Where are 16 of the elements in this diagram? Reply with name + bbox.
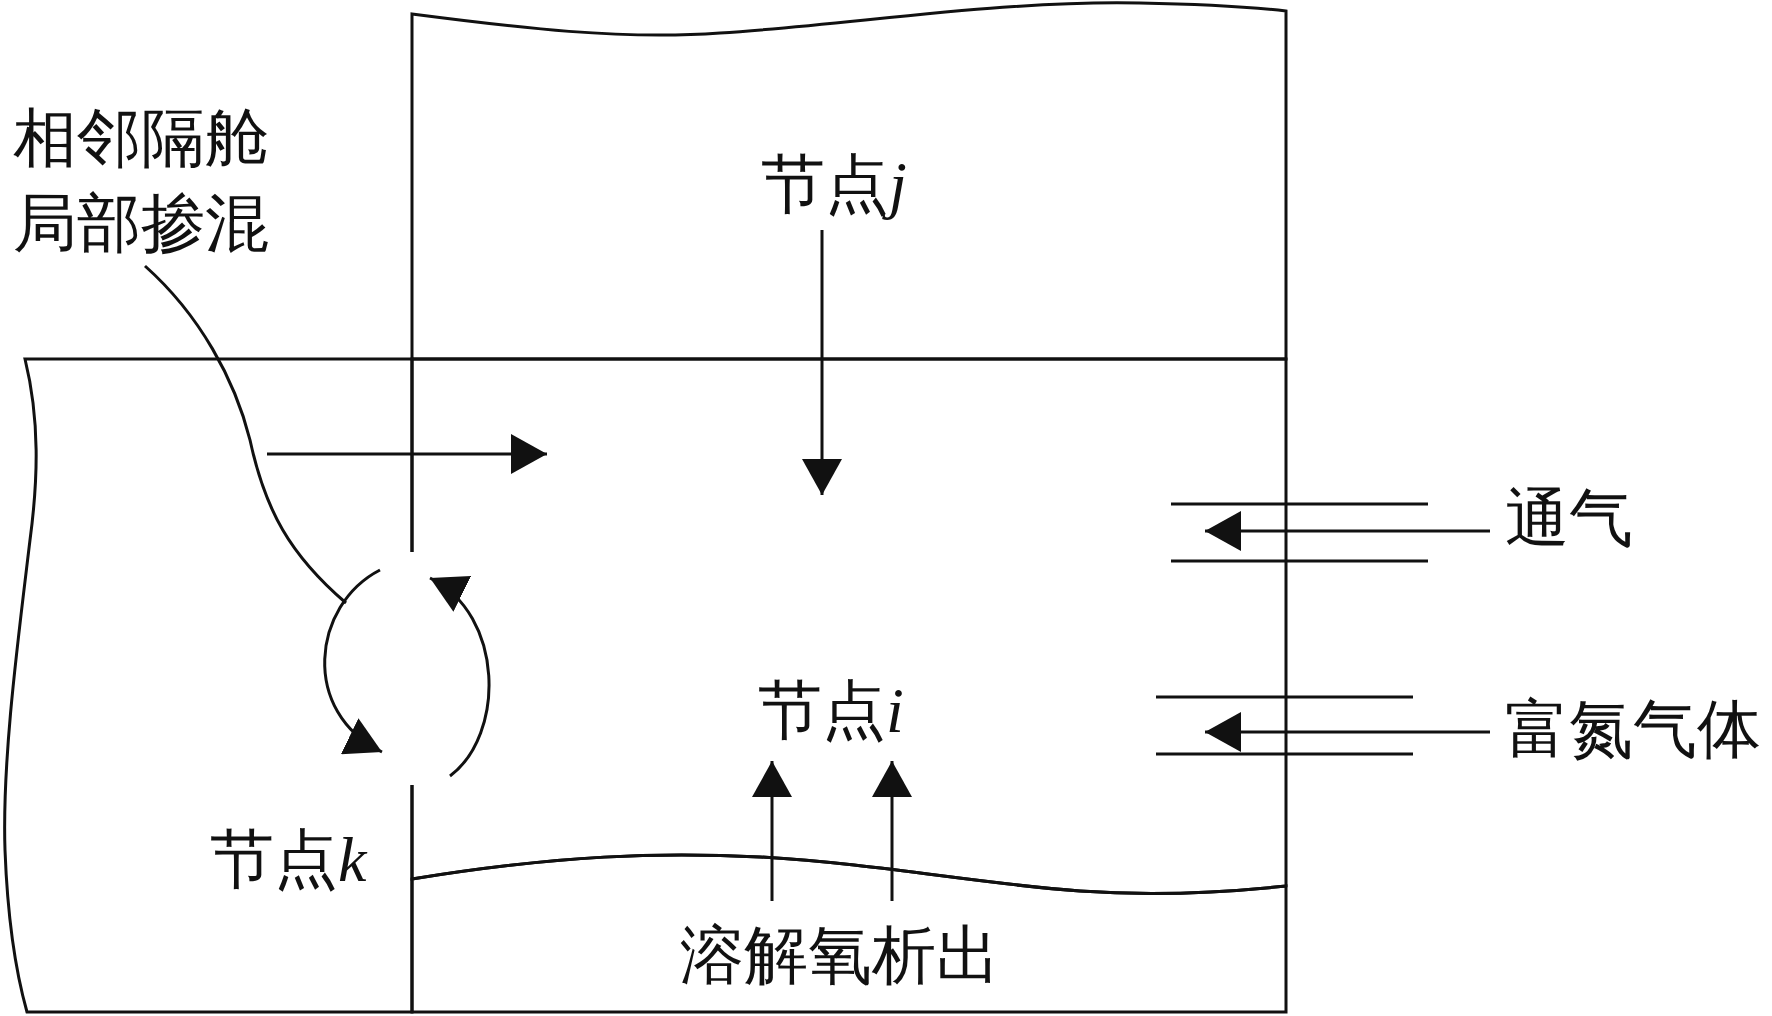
flow-arrow: [1205, 511, 1490, 551]
flow-arrow: [752, 761, 792, 901]
flow-arrow: [267, 434, 547, 474]
region-label: 节点i: [758, 675, 904, 747]
circulation-arrow: [323, 568, 383, 754]
flow-arrow: [872, 761, 912, 901]
callout-text: 相邻隔舱局部掺混: [13, 96, 275, 266]
region-label: 节点k: [210, 824, 367, 896]
inlet-label: 富氮气体: [1505, 694, 1761, 766]
region-label: 节点j: [761, 149, 907, 221]
region-label: 溶解氧析出: [680, 920, 1000, 992]
inlet-label: 通气: [1505, 483, 1633, 555]
circulation-arrow: [429, 576, 491, 778]
flow-arrow: [1205, 712, 1490, 752]
leader-line: [143, 264, 347, 605]
flow-arrow: [802, 230, 842, 495]
